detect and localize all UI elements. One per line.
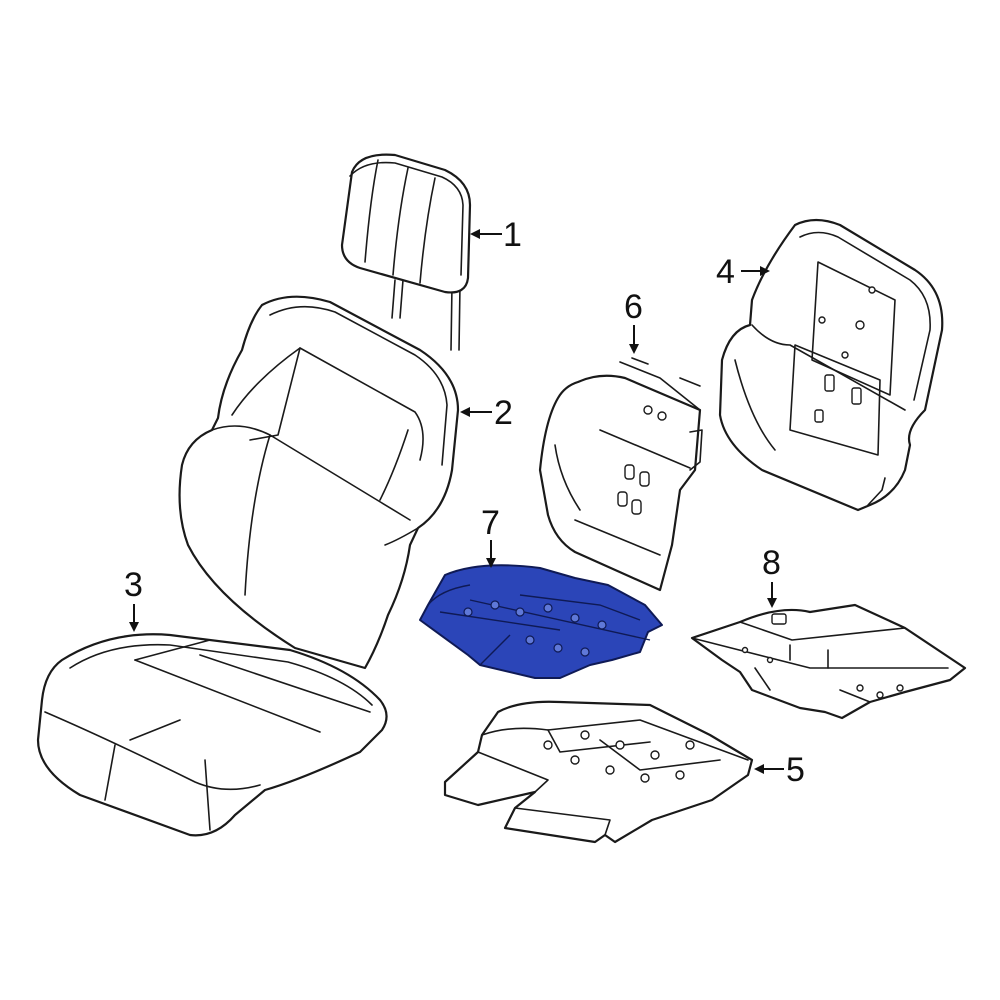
seat-cushion-part [36,633,388,837]
seat-back-frame-part [718,218,944,512]
back-pad-part [538,357,703,592]
callout-6-label: 6 [624,288,643,326]
highlighted-pad-part [419,564,663,679]
headrest-part [340,153,472,351]
callout-3: 3 [124,566,143,632]
callout-1: 1 [470,216,522,254]
cushion-frame-part [690,603,967,720]
callout-5: 5 [754,751,805,789]
seat-back-part [178,295,460,670]
callout-3-label: 3 [124,566,143,604]
callout-4: 4 [716,253,770,291]
callout-8-label: 8 [762,544,781,582]
callout-7-label: 7 [481,504,500,542]
callout-6: 6 [624,288,643,354]
callout-5-label: 5 [786,751,805,789]
cushion-pan-part [443,700,754,844]
callout-2-label: 2 [494,394,513,432]
callout-4-label: 4 [716,253,735,291]
callout-1-label: 1 [503,216,522,254]
callout-2: 2 [460,394,513,432]
callout-8: 8 [762,544,781,608]
callout-7: 7 [481,504,500,568]
